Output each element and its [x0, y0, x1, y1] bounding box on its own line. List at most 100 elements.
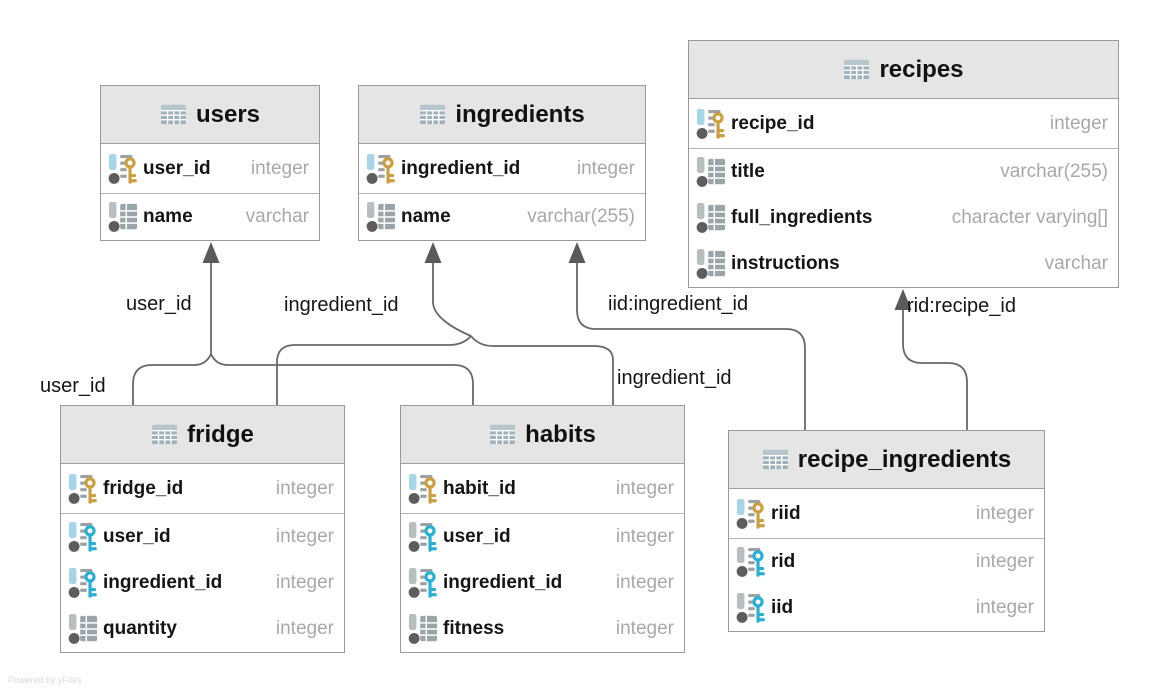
yfiles-watermark: Powered by yFiles [8, 675, 82, 685]
column-row[interactable]: habit_id integer [401, 464, 684, 514]
table-recipes[interactable]: recipes recipe_id integer title varchar(… [688, 40, 1119, 288]
column-row[interactable]: user_id integer [61, 514, 344, 560]
table-title: habits [525, 420, 596, 448]
column-row[interactable]: ingredient_id integer [359, 144, 645, 194]
column-row[interactable]: instructions varchar [689, 241, 1118, 287]
table-header[interactable]: recipes [689, 41, 1118, 99]
column-name: quantity [103, 618, 177, 639]
table-ingredients[interactable]: ingredients ingredient_id integer name v… [358, 85, 646, 241]
table-fridge[interactable]: fridge fridge_id integer user_id integer… [60, 405, 345, 653]
column-type: integer [975, 551, 1034, 572]
table-header[interactable]: users [101, 86, 319, 144]
column-name: fitness [443, 618, 505, 639]
column-type: varchar(255) [1000, 161, 1108, 182]
column-row[interactable]: ingredient_id integer [401, 560, 684, 606]
primary-key-icon [736, 498, 766, 530]
column-name: ingredient_id [401, 157, 521, 179]
column-row[interactable]: user_id integer [101, 144, 319, 194]
column-name: full_ingredients [731, 207, 873, 228]
column-name: recipe_id [731, 112, 815, 134]
column-type: integer [615, 618, 674, 639]
arrowhead [202, 242, 220, 263]
column-row[interactable]: iid integer [729, 585, 1044, 631]
column-row[interactable]: user_id integer [401, 514, 684, 560]
table-title: users [195, 100, 261, 128]
column-type: integer [275, 572, 334, 593]
relationship-label: iid:ingredient_id [608, 293, 749, 315]
foreign-key-icon [68, 521, 98, 553]
column-row[interactable]: title varchar(255) [689, 149, 1118, 195]
foreign-key-icon [408, 521, 438, 553]
column-row[interactable]: name varchar(255) [359, 194, 645, 240]
column-icon [108, 201, 138, 233]
table-icon [843, 58, 870, 81]
column-row[interactable]: quantity integer [61, 606, 344, 652]
column-name: user_id [443, 526, 511, 547]
table-habits[interactable]: habits habit_id integer user_id integer … [400, 405, 685, 653]
arrowhead [424, 242, 442, 263]
relationship-label: user_id [126, 293, 192, 315]
relationship-edge [470, 335, 614, 405]
relationship-label: user_id [40, 375, 106, 397]
primary-key-icon [108, 153, 138, 185]
column-row[interactable]: fitness integer [401, 606, 684, 652]
relationship-label: ingredient_id [617, 367, 732, 389]
relationship-edge [432, 258, 472, 337]
table-users[interactable]: users user_id integer name varchar [100, 85, 320, 241]
column-name: fridge_id [103, 477, 184, 499]
column-name: habit_id [443, 477, 516, 499]
column-name: user_id [103, 526, 171, 547]
relationship-edge [132, 353, 212, 405]
column-type: integer [275, 477, 334, 499]
foreign-key-icon [736, 546, 766, 578]
column-icon [408, 613, 438, 645]
column-name: instructions [731, 253, 840, 274]
table-icon [419, 103, 446, 126]
column-type: character varying[] [951, 207, 1108, 228]
primary-key-icon [366, 153, 396, 185]
column-type: varchar(255) [527, 206, 635, 227]
table-icon [489, 423, 516, 446]
table-header[interactable]: recipe_ingredients [729, 431, 1044, 489]
column-row[interactable]: fridge_id integer [61, 464, 344, 514]
table-header[interactable]: ingredients [359, 86, 645, 144]
column-type: integer [576, 157, 635, 179]
column-icon [696, 156, 726, 188]
table-header[interactable]: habits [401, 406, 684, 464]
column-type: integer [615, 477, 674, 499]
column-name: iid [771, 597, 794, 618]
table-title: ingredients [455, 100, 585, 128]
primary-key-icon [696, 108, 726, 140]
column-name: ingredient_id [103, 572, 223, 593]
column-row[interactable]: recipe_id integer [689, 99, 1118, 149]
relationship-edge [902, 305, 968, 430]
column-type: integer [975, 502, 1034, 524]
column-type: integer [275, 526, 334, 547]
relationship-edge [276, 335, 472, 405]
table-recipe-ingredients[interactable]: recipe_ingredients riid integer rid inte… [728, 430, 1045, 632]
column-type: integer [975, 597, 1034, 618]
column-row[interactable]: full_ingredients character varying[] [689, 195, 1118, 241]
column-type: integer [1049, 112, 1108, 134]
column-row[interactable]: name varchar [101, 194, 319, 240]
column-row[interactable]: rid integer [729, 539, 1044, 585]
column-type: varchar [245, 206, 309, 227]
column-row[interactable]: riid integer [729, 489, 1044, 539]
foreign-key-icon [408, 567, 438, 599]
column-type: varchar [1044, 253, 1108, 274]
table-icon [160, 103, 187, 126]
column-icon [696, 248, 726, 280]
relationship-edge [210, 353, 474, 405]
column-icon [366, 201, 396, 233]
column-name: name [401, 206, 451, 227]
table-header[interactable]: fridge [61, 406, 344, 464]
foreign-key-icon [68, 567, 98, 599]
arrowhead [894, 289, 912, 310]
arrowhead [568, 242, 586, 263]
column-name: riid [771, 502, 801, 524]
foreign-key-icon [736, 592, 766, 624]
primary-key-icon [68, 473, 98, 505]
column-name: user_id [143, 157, 211, 179]
column-row[interactable]: ingredient_id integer [61, 560, 344, 606]
